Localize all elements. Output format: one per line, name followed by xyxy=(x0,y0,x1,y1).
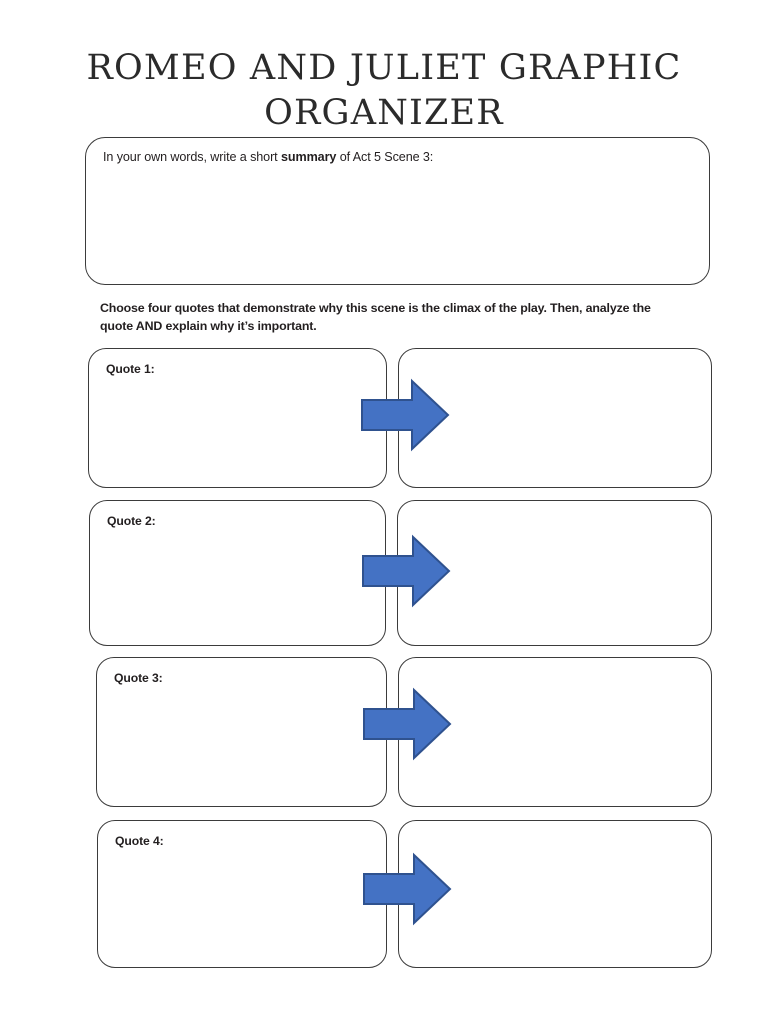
summary-prompt: In your own words, write a short summary… xyxy=(103,149,695,166)
quote-row: Quote 3: xyxy=(96,657,712,807)
quote-label-4: Quote 4: xyxy=(115,834,164,848)
summary-answer-box[interactable]: In your own words, write a short summary… xyxy=(85,137,710,285)
page-title-line-1: Romeo and Juliet Graphic xyxy=(86,48,682,88)
summary-prompt-prefix: In your own words, write a short xyxy=(103,150,281,164)
summary-prompt-suffix: of Act 5 Scene 3: xyxy=(336,150,434,164)
quote-row: Quote 4: xyxy=(97,820,712,968)
quote-label-3: Quote 3: xyxy=(114,671,163,685)
quotes-instruction: Choose four quotes that demonstrate why … xyxy=(100,301,651,333)
quote-input-box-3[interactable]: Quote 3: xyxy=(96,657,387,807)
analysis-input-box-4[interactable] xyxy=(398,820,712,968)
quote-row: Quote 2: xyxy=(89,500,712,646)
page-title: Romeo and Juliet Graphic Organizer xyxy=(60,46,708,136)
page-title-line-2: Organizer xyxy=(264,92,504,133)
quote-input-box-2[interactable]: Quote 2: xyxy=(89,500,386,646)
quote-input-box-4[interactable]: Quote 4: xyxy=(97,820,387,968)
quote-label-2: Quote 2: xyxy=(107,514,156,528)
summary-prompt-emphasis: summary xyxy=(280,150,337,164)
analysis-input-box-1[interactable] xyxy=(398,348,712,488)
quote-row: Quote 1: xyxy=(88,348,712,488)
quote-input-box-1[interactable]: Quote 1: xyxy=(88,348,387,488)
analysis-input-box-2[interactable] xyxy=(397,500,712,646)
analysis-input-box-3[interactable] xyxy=(398,657,712,807)
quote-label-1: Quote 1: xyxy=(106,362,155,376)
